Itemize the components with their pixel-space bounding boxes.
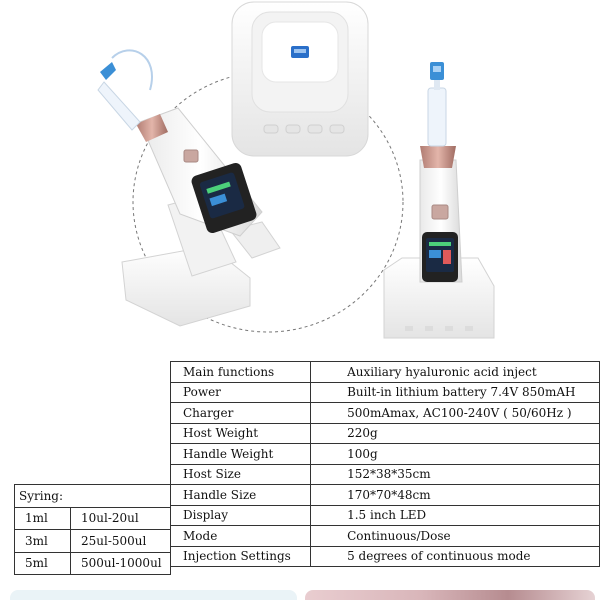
spec-value: Continuous/Dose [310,525,600,547]
spec-row: Display 1.5 inch LED [169,504,600,526]
spec-label: Mode [169,525,312,547]
spec-label: Host Weight [169,422,312,444]
bottom-thumbnail-right [305,590,595,600]
spec-value: 500mAmax, AC100-240V ( 50/60Hz ) [310,402,600,424]
spec-row: Power Built-in lithium battery 7.4V 850m… [169,381,600,403]
injector-gun-image [97,49,281,327]
spec-value: 152*38*35cm [310,463,600,485]
syringe-range: 10ul-20ul [70,506,171,530]
spec-value: Built-in lithium battery 7.4V 850mAH [310,381,600,403]
spec-value: 100g [310,443,600,465]
syringe-range: 25ul-500ul [70,529,171,553]
injector-pen-image [383,62,495,339]
syringe-table: Syring: 1ml 10ul-20ul 3ml 25ul-500ul 5ml… [14,484,171,575]
syringe-header: Syring: [14,484,171,508]
spec-value: Auxiliary hyaluronic acid inject [310,361,600,383]
spec-value: 5 degrees of continuous mode [310,545,600,567]
syringe-size: 3ml [14,529,71,553]
syringe-header-row: Syring: [14,484,171,508]
spec-row: Host Size 152*38*35cm [169,463,600,485]
spec-label: Main functions [169,361,312,383]
spec-label: Injection Settings [169,545,312,567]
spec-row: Mode Continuous/Dose [169,525,600,547]
syringe-range: 500ul-1000ul [70,551,171,575]
spec-row: Handle Weight 100g [169,443,600,465]
spec-row: Host Weight 220g [169,422,600,444]
spec-label: Charger [169,402,312,424]
syringe-size: 1ml [14,506,71,530]
spec-label: Display [169,504,312,526]
bottom-thumbnail-left [10,590,297,600]
spec-row: Main functions Auxiliary hyaluronic acid… [169,361,600,383]
product-illustration [97,1,495,339]
spec-label: Power [169,381,312,403]
syringe-table-body: Syring: 1ml 10ul-20ul 3ml 25ul-500ul 5ml… [14,484,171,575]
spec-row: Handle Size 170*70*48cm [169,484,600,506]
spec-row: Injection Settings 5 degrees of continuo… [169,545,600,567]
spec-label: Handle Weight [169,443,312,465]
charging-dock-image [231,1,369,157]
syringe-row: 3ml 25ul-500ul [14,529,171,553]
spec-table: Main functions Auxiliary hyaluronic acid… [169,361,600,567]
syringe-row: 5ml 500ul-1000ul [14,551,171,575]
spec-row: Charger 500mAmax, AC100-240V ( 50/60Hz ) [169,402,600,424]
spec-value: 170*70*48cm [310,484,600,506]
syringe-row: 1ml 10ul-20ul [14,506,171,530]
spec-table-body: Main functions Auxiliary hyaluronic acid… [169,361,600,567]
spec-value: 220g [310,422,600,444]
spec-label: Handle Size [169,484,312,506]
spec-label: Host Size [169,463,312,485]
syringe-size: 5ml [14,551,71,575]
product-svg [97,1,495,339]
spec-value: 1.5 inch LED [310,504,600,526]
